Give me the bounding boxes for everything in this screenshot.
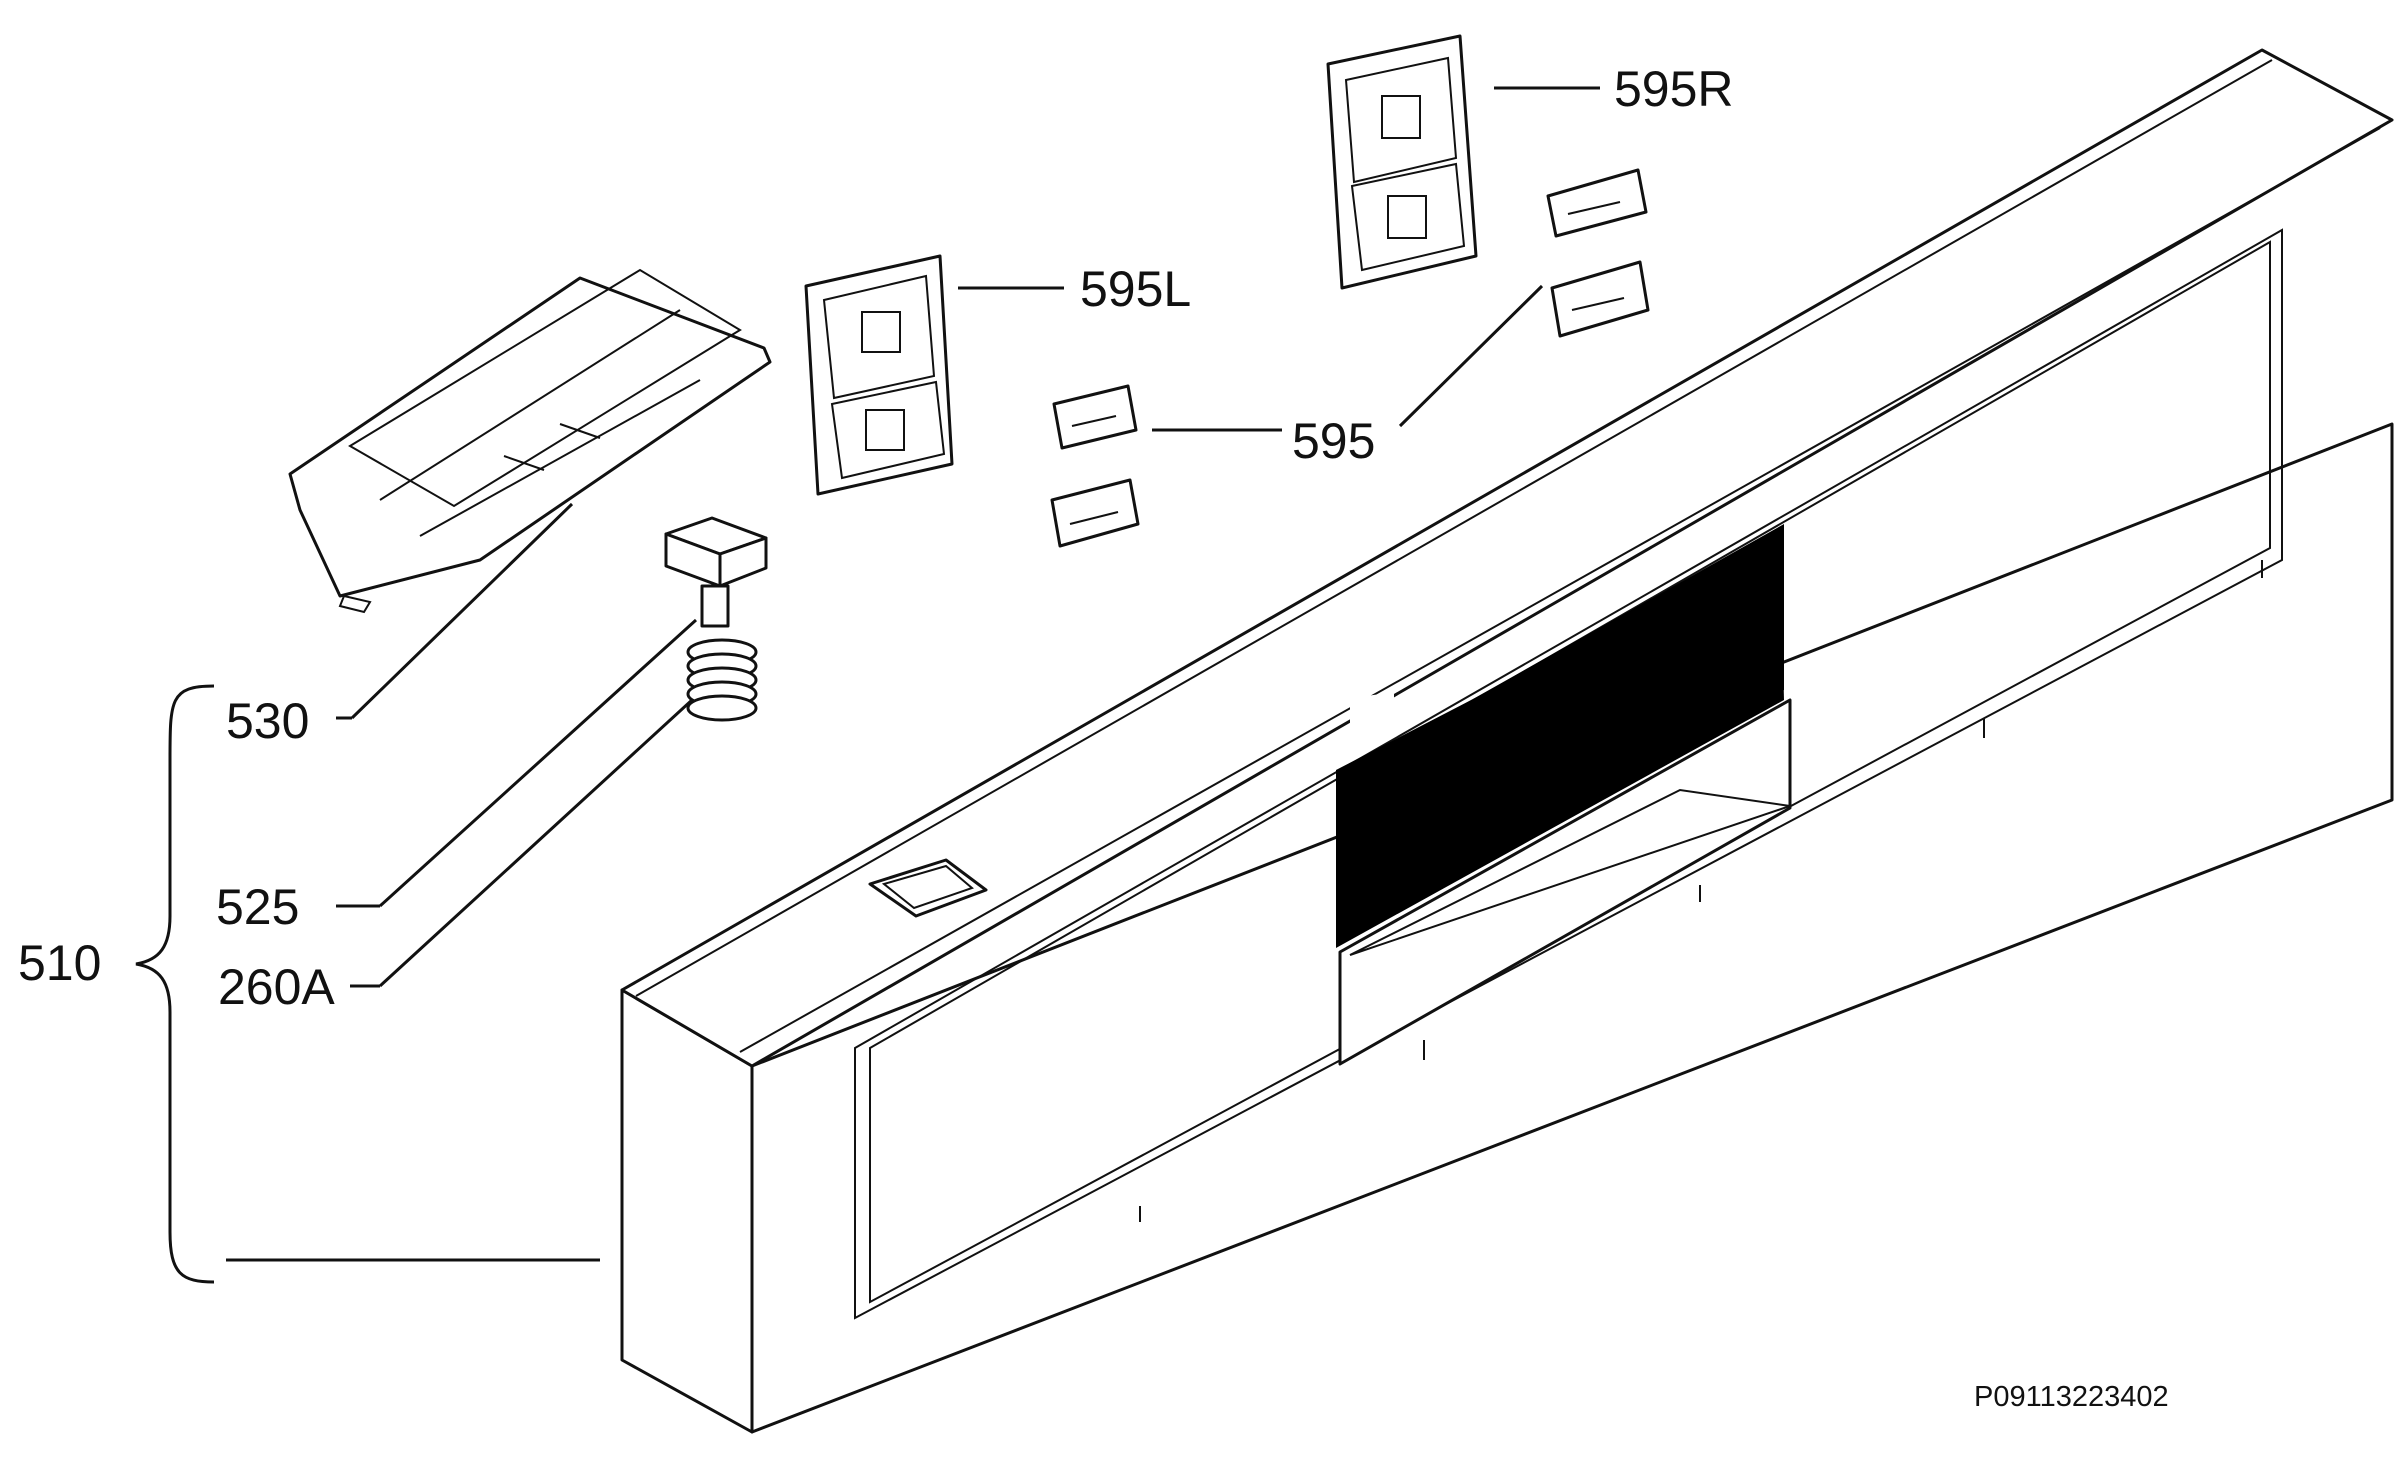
part-260a-spring [686, 638, 758, 722]
part-595-caps [1050, 168, 1650, 548]
part-595l-frame [804, 254, 954, 496]
display-window [1336, 50, 1784, 948]
drawing-code: P09113223402 [1974, 1381, 2169, 1413]
housing-pegs [1139, 560, 2263, 1222]
part-530-bracket [288, 268, 772, 614]
leader-lines [226, 86, 1600, 1262]
label-260a: 260A [218, 959, 335, 1015]
label-595l: 595L [1080, 261, 1191, 317]
label-530: 530 [226, 693, 309, 749]
label-595: 595 [1292, 413, 1375, 469]
handle-recess [1338, 698, 1792, 1066]
label-510: 510 [18, 935, 101, 991]
part-595r-frame [1326, 34, 1478, 290]
bracket-510 [135, 684, 215, 1284]
part-525-push-button [664, 516, 768, 628]
label-595r: 595R [1614, 61, 1734, 117]
label-525: 525 [216, 879, 299, 935]
